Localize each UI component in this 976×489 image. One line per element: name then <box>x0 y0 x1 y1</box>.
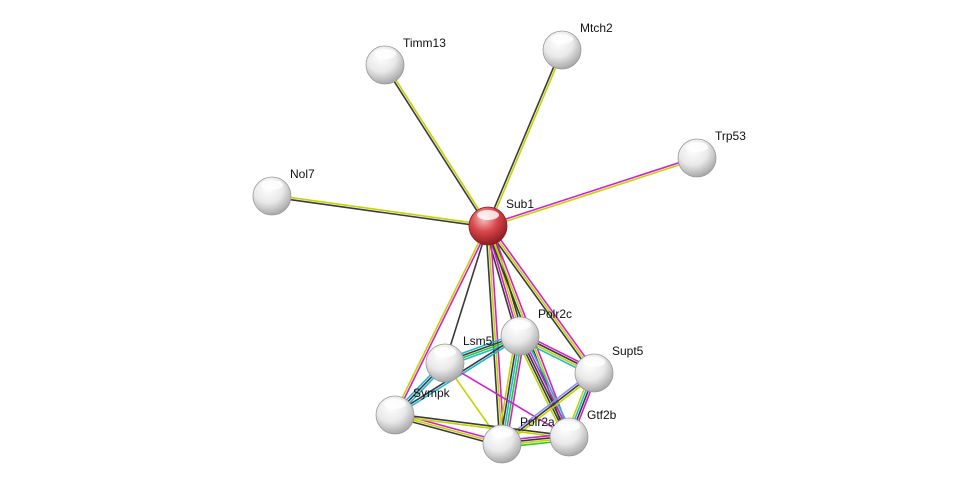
edge-evidence-line <box>393 225 488 415</box>
node-highlight <box>558 421 580 431</box>
node-highlight <box>551 34 573 44</box>
edge-sub1-mtch2[interactable] <box>486 49 564 227</box>
edge-evidence-line <box>487 156 697 226</box>
edge-evidence-line <box>395 413 570 437</box>
edge-sub1-supt5[interactable] <box>485 224 597 375</box>
node-label: Timm13 <box>403 36 446 50</box>
edge-evidence-line <box>488 50 564 227</box>
edge-evidence-line <box>395 226 490 416</box>
edge-lsm5-gtf2b[interactable] <box>444 362 570 438</box>
edge-sympk-gtf2b[interactable] <box>394 413 570 439</box>
edge-evidence-line <box>485 226 501 445</box>
edge-sub1-sympk[interactable] <box>393 225 490 416</box>
edge-sub1-timm13[interactable] <box>383 63 490 228</box>
edges-layer <box>271 49 698 449</box>
node-highlight <box>491 428 513 438</box>
node-label: Mtch2 <box>580 21 613 35</box>
node-highlight <box>686 142 708 152</box>
edge-evidence-line <box>500 370 594 443</box>
node-sympk[interactable]: Sympk <box>375 386 451 435</box>
node-label: Trp53 <box>715 129 746 143</box>
edge-sub1-nol7[interactable] <box>271 194 489 228</box>
edge-evidence-line <box>489 225 505 444</box>
nodes-layer: Sub1 Timm13 Mtch2Trp53Nol7Polr2cLsm5Supt5S… <box>252 21 746 464</box>
edge-evidence-line <box>444 362 570 438</box>
node-trp53[interactable]: Trp53 <box>677 129 746 178</box>
node-label: Polr2c <box>538 307 572 321</box>
node-mtch2[interactable]: Mtch2 <box>542 21 613 70</box>
node-highlight <box>374 49 396 59</box>
edge-evidence-line <box>444 225 489 364</box>
node-nol7[interactable]: Nol7 <box>252 167 315 216</box>
node-supt5[interactable]: Supt5 <box>574 344 644 393</box>
node-label: Lsm5 <box>463 334 493 348</box>
edge-evidence-line <box>485 226 593 375</box>
edge-evidence-line <box>385 63 490 226</box>
edge-evidence-line <box>488 158 698 228</box>
edge-sub1-trp53[interactable] <box>487 156 698 228</box>
node-polr2a[interactable]: Polr2a <box>482 415 555 464</box>
node-label: Sympk <box>413 386 451 400</box>
edge-sub1-lsm5[interactable] <box>444 225 489 364</box>
node-highlight <box>509 320 531 330</box>
node-label: Supt5 <box>612 344 644 358</box>
edge-evidence-line <box>272 194 489 226</box>
node-label: Sub1 <box>506 197 534 211</box>
node-highlight <box>477 210 499 220</box>
node-highlight <box>583 357 605 367</box>
node-highlight <box>384 399 406 409</box>
node-highlight <box>434 347 456 357</box>
node-timm13[interactable]: Timm13 <box>365 36 446 85</box>
node-polr2c[interactable]: Polr2c <box>500 307 572 356</box>
edge-evidence-line <box>487 225 503 445</box>
node-sub1[interactable]: Sub1 <box>468 197 534 246</box>
edge-evidence-line <box>271 196 488 228</box>
node-lsm5[interactable]: Lsm5 <box>425 334 493 383</box>
node-label: Nol7 <box>290 167 315 181</box>
edge-evidence-line <box>502 374 596 447</box>
edge-evidence-line <box>487 225 595 374</box>
edge-evidence-line <box>486 49 562 226</box>
edge-evidence-line <box>489 224 597 373</box>
node-label: Gtf2b <box>587 408 617 422</box>
node-label: Polr2a <box>520 415 555 429</box>
node-highlight <box>261 180 283 190</box>
edge-sub1-polr2a[interactable] <box>485 225 505 445</box>
edge-evidence-line <box>394 415 569 439</box>
node-gtf2b[interactable]: Gtf2b <box>549 408 617 457</box>
edge-evidence-line <box>383 65 488 228</box>
